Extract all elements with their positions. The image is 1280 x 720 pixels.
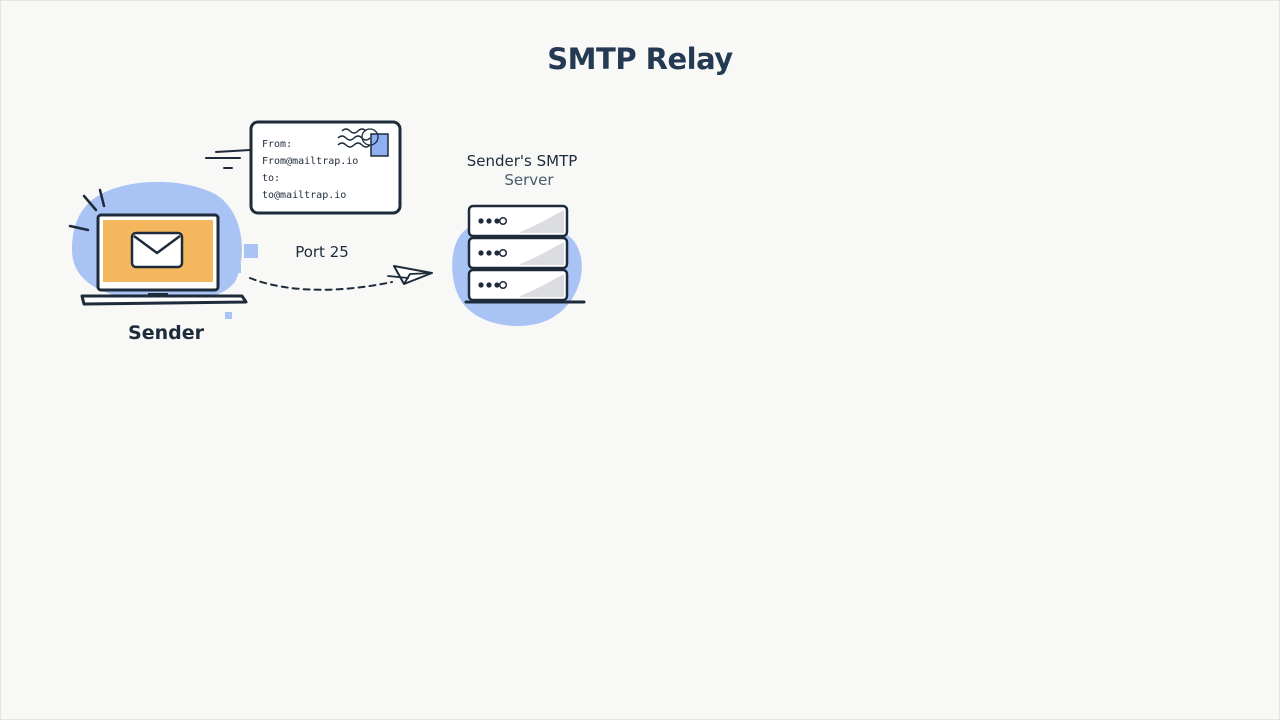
port-label: Port 25 (295, 243, 349, 261)
decor-squares (225, 244, 258, 319)
envelope-to-address: to@mailtrap.io (262, 190, 346, 201)
diagram-title: SMTP Relay (547, 42, 733, 76)
server-label-line2: Server (504, 171, 554, 189)
mail-icon (130, 231, 184, 269)
envelope-to-label: to: (262, 173, 280, 184)
envelope-card: From: From@mailtrap.io to: to@mailtrap.i… (249, 120, 402, 215)
server-unit (467, 236, 569, 270)
server-unit (467, 204, 569, 238)
paper-plane-icon (387, 265, 433, 285)
server-label-line1: Sender's SMTP (466, 152, 578, 170)
envelope-from-address: From@mailtrap.io (262, 156, 358, 167)
server-unit (467, 268, 569, 302)
sender-label: Sender (128, 322, 204, 344)
envelope-from-label: From: (262, 139, 292, 150)
connection-path (249, 277, 393, 291)
server-icon (452, 204, 586, 326)
stamp-icon (361, 128, 389, 157)
speed-lines (205, 149, 251, 169)
